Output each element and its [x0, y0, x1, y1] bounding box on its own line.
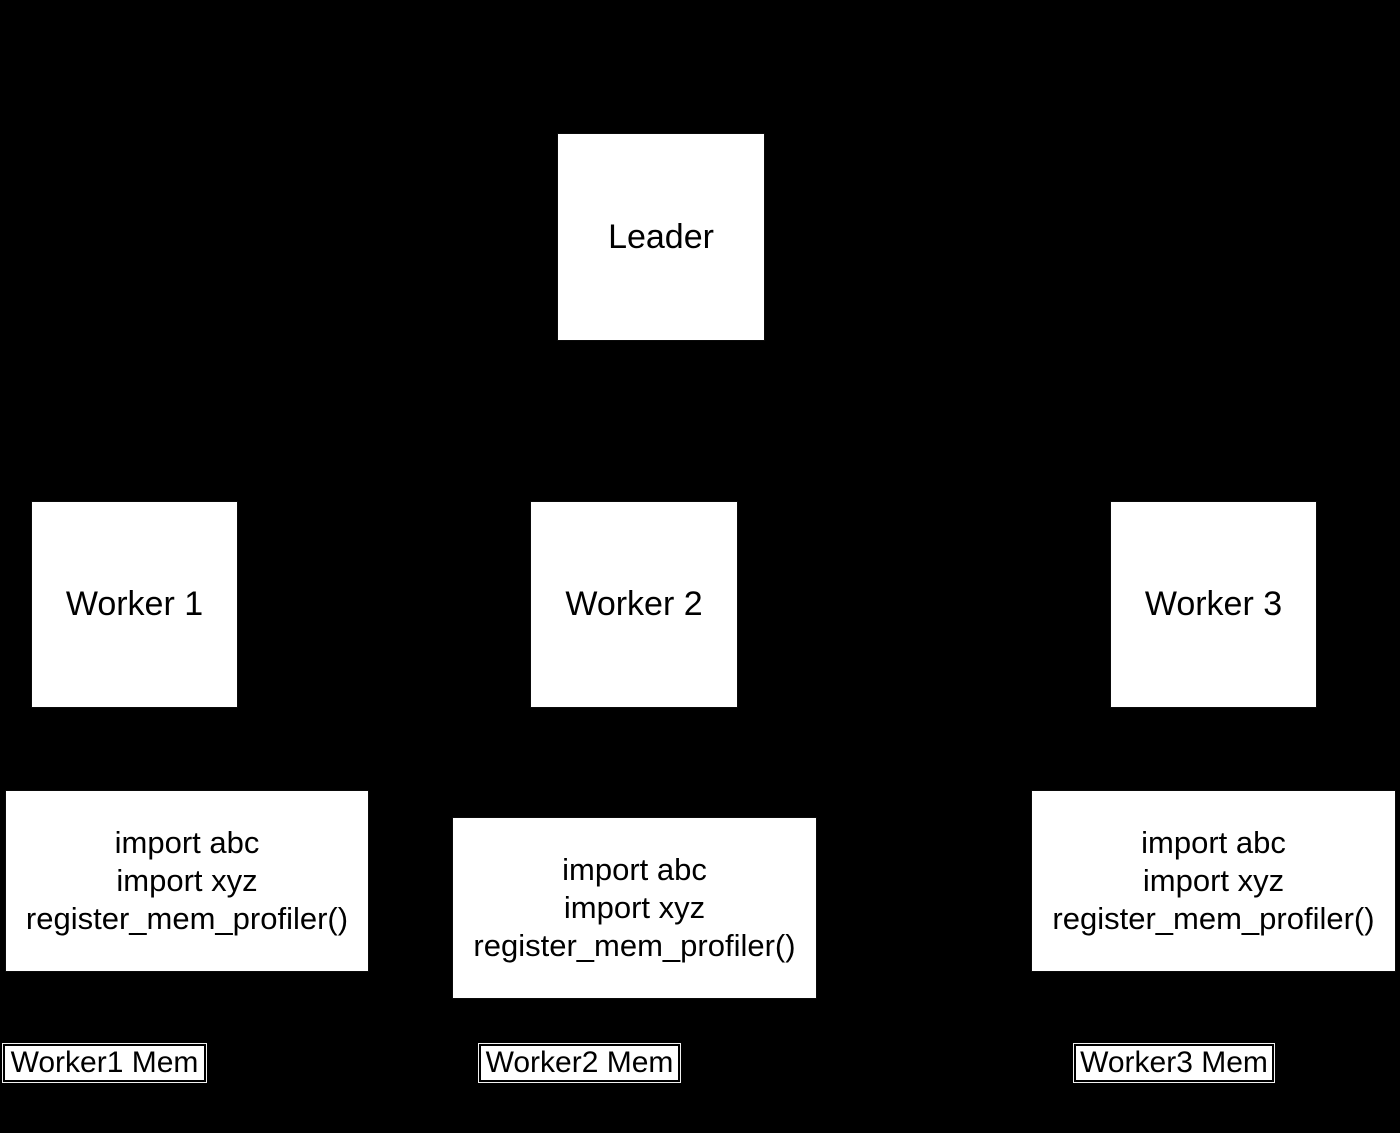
- mem-label-worker-2-text: Worker2 Mem: [485, 1046, 674, 1079]
- mem-label-worker-1-text: Worker1 Mem: [10, 1046, 199, 1079]
- code-line: import xyz: [563, 890, 706, 925]
- code-line: import abc: [1141, 825, 1286, 860]
- node-worker-1-label: Worker 1: [65, 585, 204, 624]
- mem-label-worker-2: Worker2 Mem: [478, 1043, 681, 1083]
- mem-label-worker-3: Worker3 Mem: [1073, 1043, 1275, 1083]
- node-worker-2: Worker 2: [530, 501, 738, 708]
- node-worker-3-label: Worker 3: [1144, 585, 1283, 624]
- node-leader-label: Leader: [608, 217, 714, 256]
- code-line: import abc: [114, 825, 260, 860]
- code-box-worker-3: import abc import xyz register_mem_profi…: [1031, 790, 1396, 972]
- code-line: import abc: [562, 852, 707, 887]
- code-line: import xyz: [1142, 863, 1285, 898]
- code-line: register_mem_profiler(): [1052, 901, 1375, 936]
- mem-label-worker-3-text: Worker3 Mem: [1080, 1046, 1268, 1079]
- mem-label-worker-1: Worker1 Mem: [2, 1043, 207, 1083]
- node-worker-3: Worker 3: [1110, 501, 1317, 708]
- node-worker-1: Worker 1: [31, 501, 238, 708]
- code-box-worker-1: import abc import xyz register_mem_profi…: [5, 790, 369, 972]
- code-line: register_mem_profiler(): [25, 901, 349, 936]
- node-leader: Leader: [557, 133, 765, 341]
- code-line: register_mem_profiler(): [473, 928, 796, 963]
- code-line: import xyz: [116, 863, 258, 898]
- code-box-worker-2: import abc import xyz register_mem_profi…: [452, 817, 817, 999]
- node-worker-2-label: Worker 2: [565, 585, 703, 624]
